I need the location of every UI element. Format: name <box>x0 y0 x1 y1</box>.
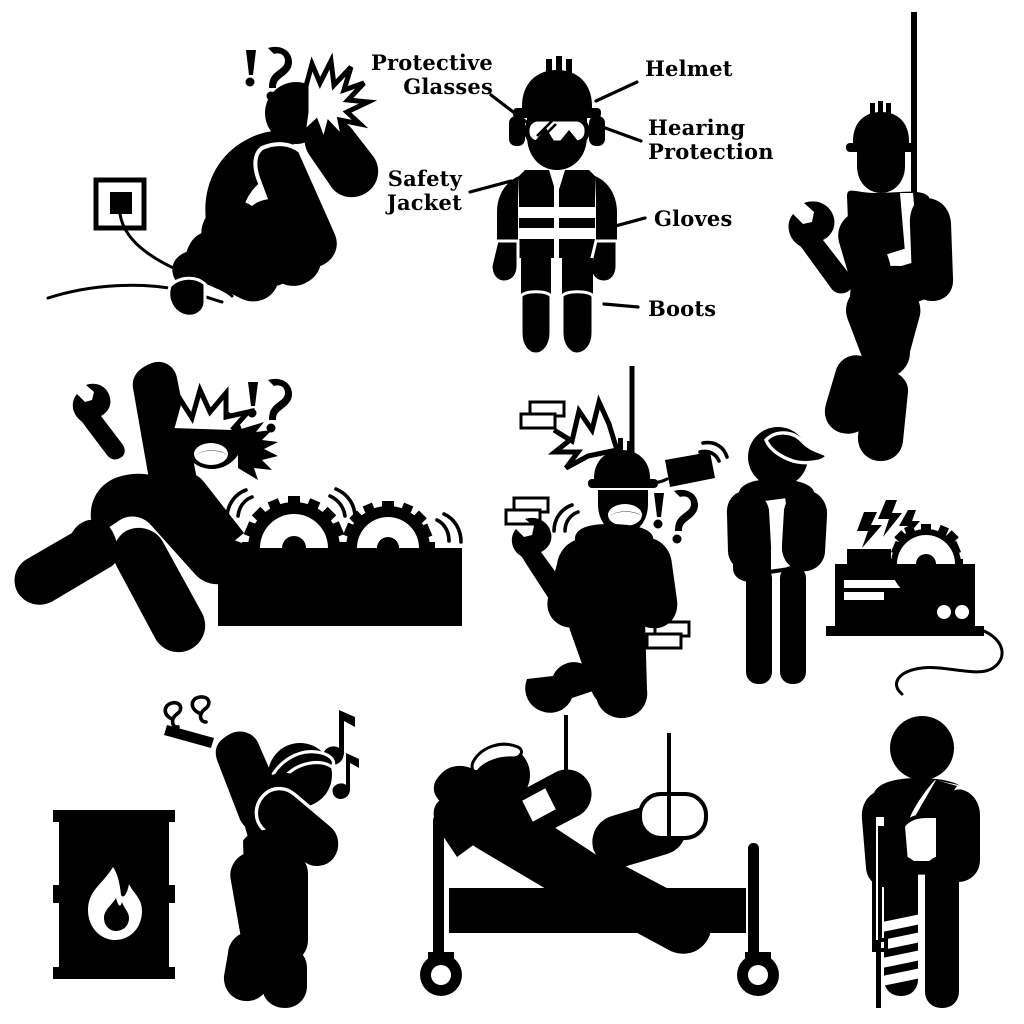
jacket-leg-left <box>521 258 551 296</box>
machine-victim-torso <box>90 473 244 585</box>
smoke-curls <box>163 695 211 729</box>
impact-star <box>299 52 378 152</box>
label-safety-jacket-line2: Jacket <box>385 190 462 215</box>
supervisor-leg-left <box>746 566 772 684</box>
crutch-icon <box>872 813 888 1008</box>
electric-sparks-icon <box>857 500 920 548</box>
leg-cast-bandage <box>638 792 708 840</box>
scene-hand-caught-in-machine <box>14 361 463 653</box>
machine-victim-back-leg <box>14 519 118 605</box>
label-helmet: Helmet <box>645 56 733 81</box>
ear-muff-left-icon <box>509 116 525 146</box>
label-boots: Boots <box>648 296 716 321</box>
harness-worker-face <box>857 152 905 193</box>
surprise-symbol <box>245 46 292 101</box>
ear-muff-right-icon <box>589 116 605 146</box>
cigarette-icon <box>164 725 214 748</box>
flammable-barrel-icon <box>53 810 175 979</box>
label-hearing-protection-line2: Protection <box>648 139 774 164</box>
injured-head <box>890 716 954 780</box>
falling-objects-right-arm <box>626 537 678 629</box>
smoker-back-shin <box>223 931 273 1002</box>
smoker-front-shin <box>262 946 307 1008</box>
scene-injured-on-crutch <box>861 716 980 1008</box>
arm-cast-bandage <box>517 783 561 827</box>
hospital-bed-mattress <box>449 888 746 933</box>
machine-victim-front-leg <box>113 527 206 653</box>
scene-smoking-near-flammable <box>53 695 359 1008</box>
wall-socket-icon <box>93 177 147 231</box>
falling-objects-motion-arcs <box>552 503 659 618</box>
music-notes-icon <box>322 710 359 799</box>
gear-motion-arcs <box>225 487 463 544</box>
label-protective-glasses-line2: Glasses <box>403 74 493 99</box>
goggles-icon <box>524 116 590 146</box>
leader-helmet <box>594 80 639 103</box>
boots-icon <box>519 290 595 356</box>
table-saw-icon <box>826 524 984 636</box>
jacket-leg-right <box>562 258 593 296</box>
smoker-front-leg <box>262 851 308 963</box>
scene-harness-rope-worker <box>788 12 954 462</box>
scene-hospital-bed-patient <box>420 715 779 996</box>
machine-victim-trapped-arm <box>166 472 244 551</box>
gear-small-icon <box>341 501 435 595</box>
cap-icon <box>764 431 829 465</box>
bed-frame-left <box>433 815 444 960</box>
bandaged-leg-icon <box>882 914 921 986</box>
falling-objects-foot-left <box>525 662 598 713</box>
patient-back-support <box>433 794 494 857</box>
falling-objects-impact-star <box>547 394 621 471</box>
supervisor-leg-right <box>780 566 806 684</box>
leader-boots <box>602 302 640 309</box>
brick-motion-arcs <box>698 440 729 463</box>
harness-worker-helmet-icon <box>846 101 916 152</box>
helmet-icon <box>513 56 601 118</box>
patient-torso <box>464 798 613 908</box>
leader-protective-glasses <box>489 93 531 126</box>
scene-falling-objects <box>504 366 729 719</box>
impacting-brick <box>665 452 715 487</box>
pain-flash-2 <box>216 533 247 558</box>
harness-worker-straight-leg <box>863 286 921 377</box>
machine-impact-star <box>169 382 256 432</box>
injured-leg-good <box>925 856 959 1008</box>
wrench-icon <box>788 201 854 294</box>
scene-supervisor-inspecting-saw <box>726 427 1004 696</box>
pain-flash-1 <box>181 506 210 536</box>
label-safety-jacket-line1: Safety <box>388 166 463 191</box>
falling-objects-leg-right <box>596 603 648 719</box>
safety-jacket-icon <box>497 170 617 260</box>
label-hearing-protection-line1: Hearing <box>648 115 745 140</box>
bed-wheel-left <box>420 952 462 996</box>
bed-frame-right <box>748 843 759 960</box>
harness-worker-straight-shin <box>857 369 909 462</box>
label-gloves: Gloves <box>654 206 733 231</box>
machine-victim-hair <box>238 422 278 480</box>
leader-hearing-protection <box>595 123 643 143</box>
machine-victim-open-mouth <box>194 443 228 465</box>
dropped-wrench-icon <box>72 383 125 460</box>
leader-gloves <box>606 216 647 230</box>
falling-objects-mouth <box>608 504 642 526</box>
label-protective-glasses-line1: Protective <box>371 50 493 75</box>
scene-ppe-worker: Protective Glasses Helmet Hearing Protec… <box>371 50 774 356</box>
falling-objects-wrench-icon <box>511 517 568 602</box>
smoker-front-arm <box>254 786 342 870</box>
falling-objects-helmet-icon <box>588 438 658 488</box>
saw-power-cord <box>895 629 1004 696</box>
machine-surprise-symbol <box>247 378 292 433</box>
gear-large-icon <box>242 496 346 600</box>
falling-objects-surprise-symbol <box>653 489 698 544</box>
supervisor-right-arm <box>781 490 828 572</box>
scene-trip-over-cable <box>46 46 379 318</box>
bed-wheel-right <box>737 952 779 996</box>
leader-safety-jacket <box>468 179 513 194</box>
